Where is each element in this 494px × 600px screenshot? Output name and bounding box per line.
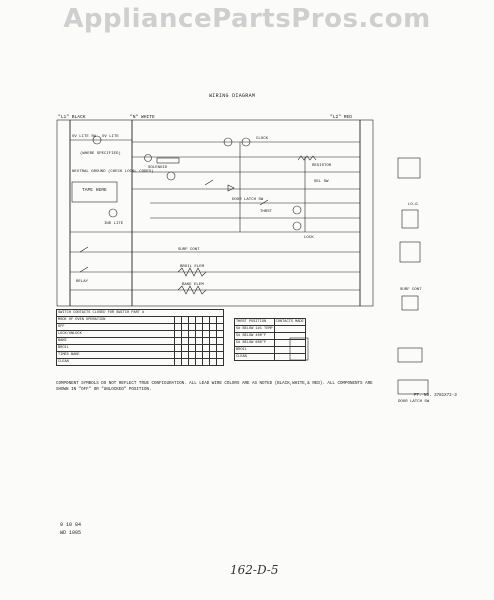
- side-components: [289, 157, 429, 395]
- components: [71, 135, 317, 295]
- contacts-made-header: CONTACTS MADE: [273, 318, 306, 326]
- resistor-label: RESISTOR: [312, 164, 332, 168]
- line-l2-label: "L2" RED: [330, 114, 352, 120]
- door-latch-sw-label: DOOR LATCH SW: [232, 198, 264, 202]
- solenoid-coil: [156, 157, 180, 164]
- schematic-frame: [56, 119, 374, 307]
- side-door-latch-label: DOOR LATCH SW: [398, 400, 430, 404]
- sel-sw-label: SEL SW: [314, 180, 329, 184]
- clock-block: [397, 157, 421, 179]
- switch-table-row-lock: LOCK/UNLOCK: [56, 330, 175, 338]
- lock-label: LOCK: [304, 236, 314, 240]
- switch-contact-2: [259, 199, 269, 206]
- switch-table-row-bake: BAKE: [56, 337, 175, 345]
- timer-motor-icon: [241, 137, 251, 147]
- rungs: [70, 139, 360, 291]
- switch-table-row-off: OFF: [56, 323, 175, 331]
- switch-table-title: SWITCH CONTACTS CLOSED FOR SWITCH PART #: [56, 309, 224, 317]
- line-n-label: "N" WHITE: [130, 114, 155, 120]
- switch-table-row-timed-bake: TIMED BAKE: [56, 351, 175, 359]
- ind-lite-icon: [108, 208, 118, 218]
- line-l1-label: "L1" BLACK: [58, 114, 86, 120]
- surf-cont-label: SURF CONT: [178, 248, 200, 252]
- clock-label: CLOCK: [256, 137, 269, 141]
- bake-elem-zigzag: [177, 285, 207, 295]
- clock-motor-icon: [223, 137, 233, 147]
- ind-lite-label: IND LITE: [104, 222, 124, 226]
- tape-here-label: TAPE HERE: [82, 187, 107, 193]
- watermark: AppliancePartsPros.com: [63, 4, 431, 34]
- thrst-arrow-icon: [227, 184, 235, 192]
- neutral-ground-label: NEUTRAL GROUND (CHECK LOCAL CODES): [72, 169, 154, 174]
- switch-table-row-clean: CLEAN: [56, 358, 175, 366]
- door-latch-block: [397, 379, 429, 395]
- thrst-row-3: 5# BELOW 600°F: [234, 339, 275, 347]
- solenoid-label: SOLENOID: [148, 166, 168, 170]
- relay-block: [397, 347, 423, 363]
- ov-lite-icon: [92, 135, 102, 145]
- diagram-title: WIRING DIAGRAM: [209, 93, 256, 99]
- switch-table-mode-header: MODE OF OVEN OPERATION: [56, 316, 175, 324]
- relay-label: RELAY: [76, 280, 89, 284]
- switch-contacts-table: SWITCH CONTACTS CLOSED FOR SWITCH PART #…: [56, 309, 225, 366]
- handwritten-number: 162-D-5: [230, 563, 279, 577]
- thermostat-block: [401, 295, 419, 311]
- lo-g-label: LO-G: [408, 203, 418, 207]
- where-specified-label: (WHERE SPECIFIED): [80, 151, 121, 156]
- broil-elem-label: BROIL ELEM: [180, 265, 205, 269]
- notes-line-1: COMPONENT SYMBOLS DO NOT REFLECT TRUE CO…: [56, 382, 373, 386]
- relay-contact-1: [79, 246, 89, 253]
- resistor-zigzag: [297, 155, 317, 161]
- thrst-row-4: BROIL: [234, 346, 275, 354]
- lo-g-block: [401, 209, 419, 229]
- side-surf-cont-label: SURF CONT: [400, 288, 422, 292]
- footer-code: WD 1005: [60, 530, 82, 536]
- bake-elem-label: BAKE ELEM: [182, 283, 204, 287]
- ov-lite-label: OV LITE: [102, 135, 119, 139]
- thrst-row-5: CLEAN: [234, 353, 275, 361]
- surf-cont-block: [399, 241, 421, 263]
- solenoid-icon: [144, 154, 152, 162]
- thrst-row-2: 5# BELOW 400°F: [234, 332, 275, 340]
- thrst-label: THRST: [260, 210, 273, 214]
- thrst-position-header: THRST POSITION: [234, 318, 275, 326]
- lock-coil-icon: [292, 205, 302, 215]
- ov-lite-sw-label: OV LITE SW: [72, 135, 97, 139]
- thrst-row-1: 5# BELOW 1#1 TEMP: [234, 325, 275, 333]
- tape-here-box: [71, 181, 118, 203]
- relay-contact-2: [79, 266, 89, 273]
- footer-date: 9 10 84: [60, 522, 82, 528]
- lock-coil-2-icon: [292, 221, 302, 231]
- broil-elem-zigzag: [177, 267, 207, 277]
- switch-table-row-broil: BROIL: [56, 344, 175, 352]
- relay-coil-icon: [166, 171, 176, 181]
- switch-contact-1: [204, 179, 214, 186]
- notes-line-2: SHOWN IN "OFF" OR "UNLOCKED" POSITION.: [56, 388, 152, 392]
- part-number: PT. NO. 3781X72-3: [414, 394, 457, 398]
